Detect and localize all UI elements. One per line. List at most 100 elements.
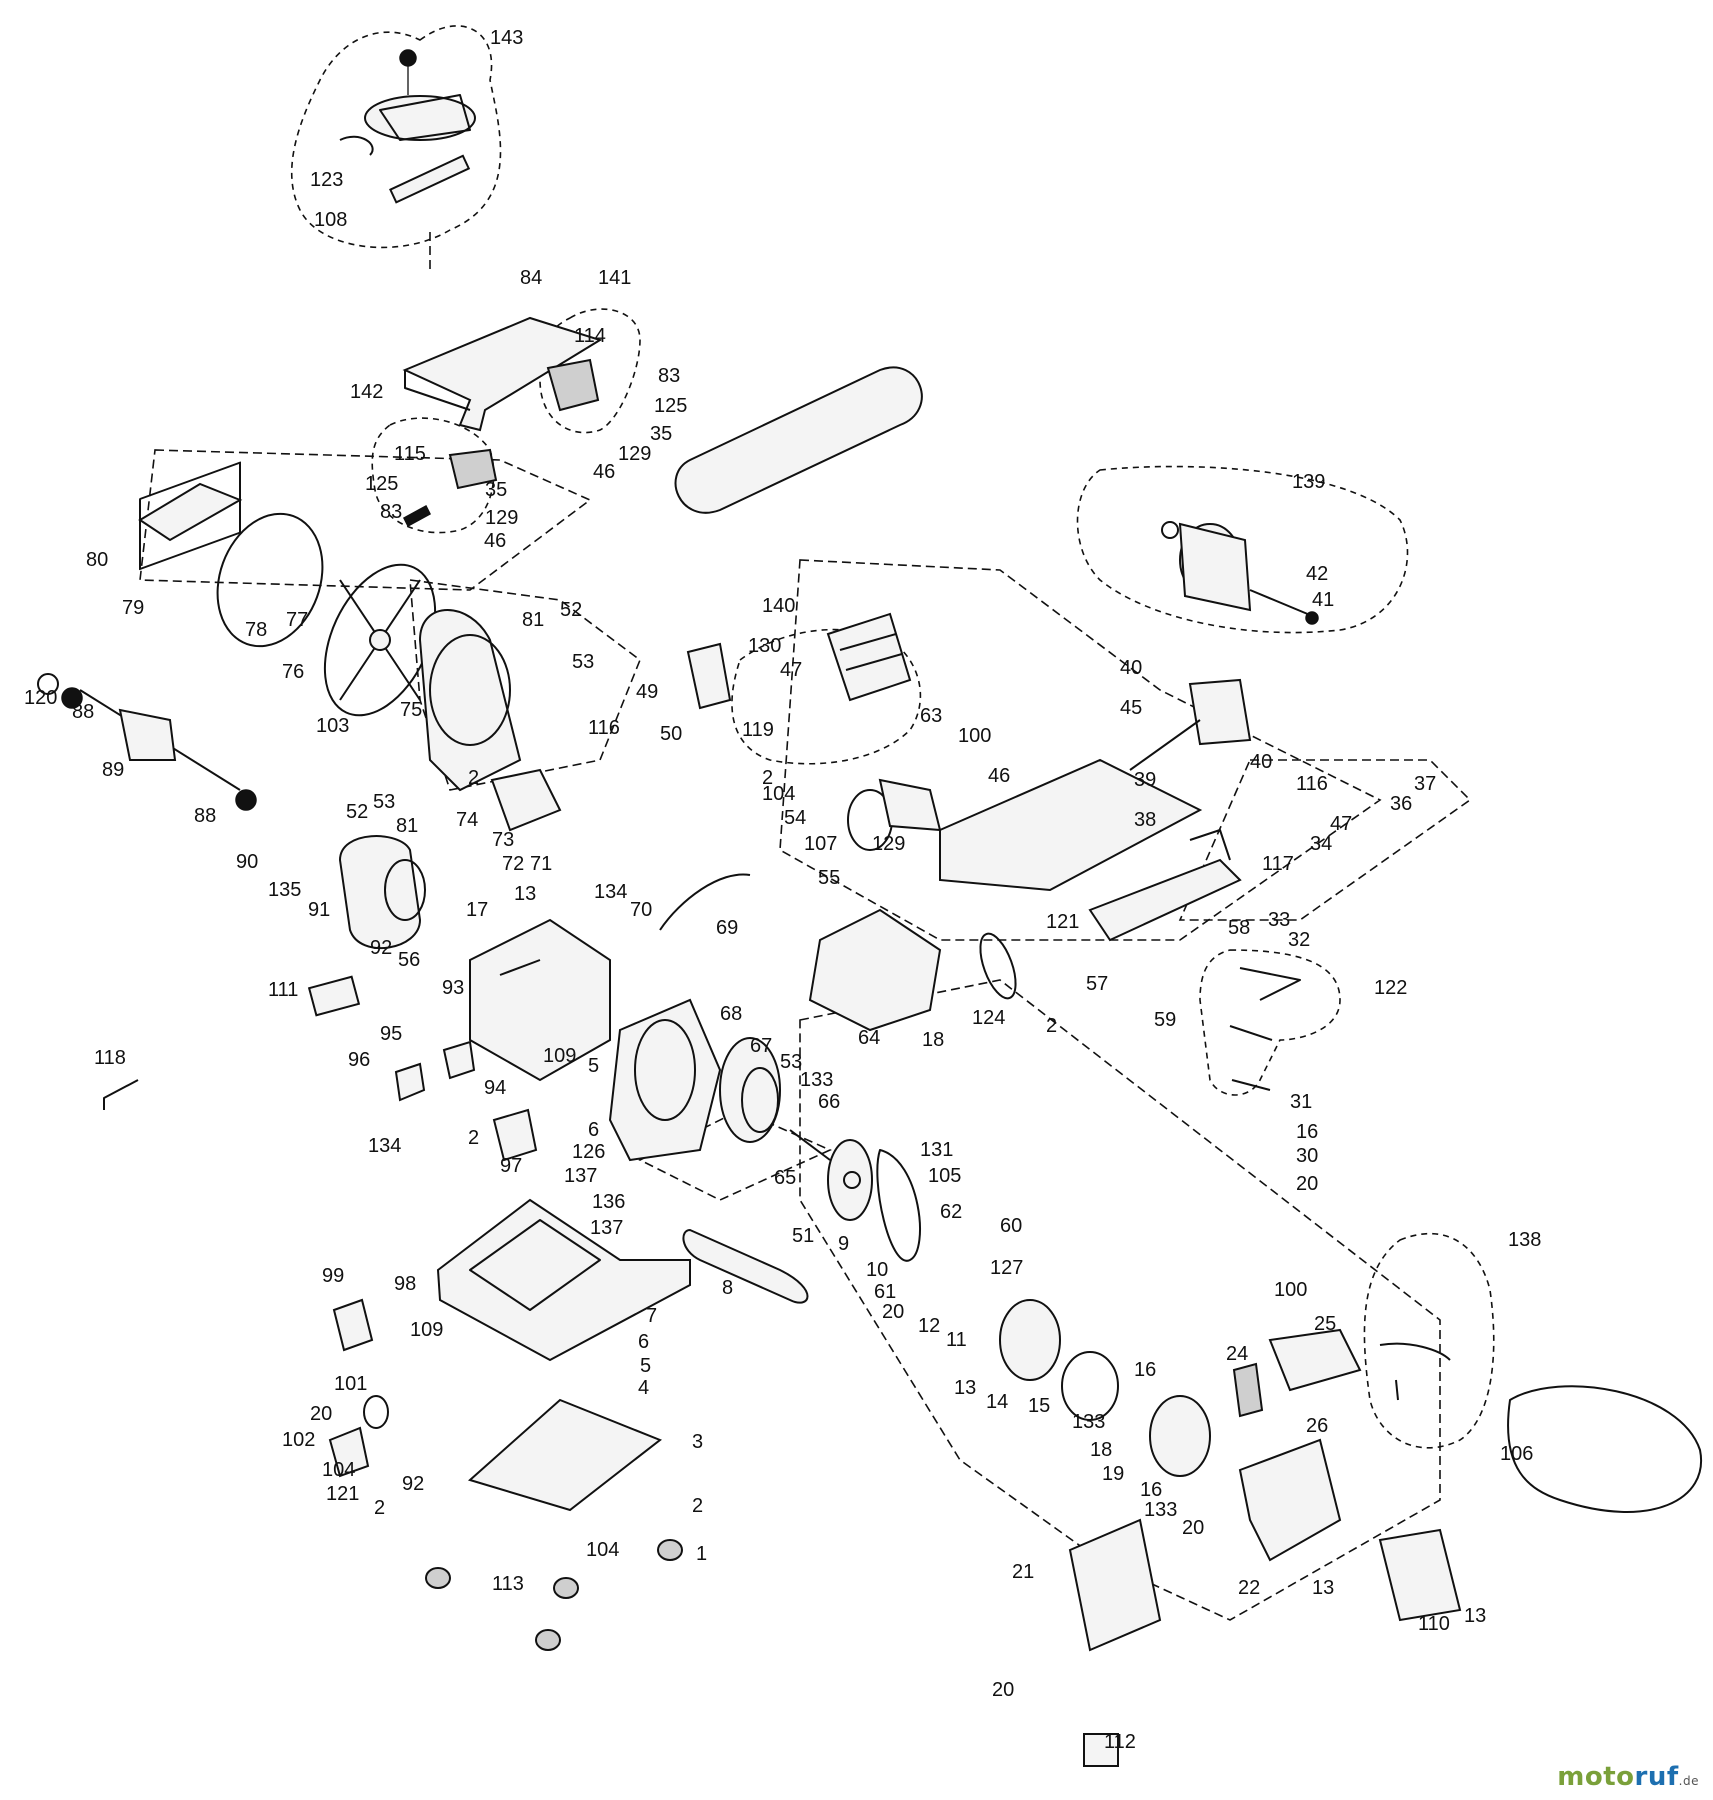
part-callout: 130 xyxy=(748,635,781,657)
part-callout: 113 xyxy=(492,1573,524,1595)
part-callout: 26 xyxy=(1306,1415,1328,1437)
part-callout: 138 xyxy=(1508,1229,1541,1251)
part-callout: 109 xyxy=(410,1319,443,1341)
part-callout: 53 xyxy=(373,791,395,813)
part-callout: 137 xyxy=(590,1217,623,1239)
part-callout: 37 xyxy=(1414,773,1436,795)
part-callout: 118 xyxy=(94,1047,126,1069)
part-callout: 13 xyxy=(514,883,536,905)
part-callout: 62 xyxy=(940,1201,962,1223)
part-callout: 20 xyxy=(1182,1517,1204,1539)
part-callout: 76 xyxy=(282,661,304,683)
part-callout: 50 xyxy=(660,723,682,745)
part-callout: 96 xyxy=(348,1049,370,1071)
part-callout: 79 xyxy=(122,597,144,619)
part-callout: 103 xyxy=(316,715,349,737)
part-callout: 2 xyxy=(692,1495,703,1517)
part-callout: 39 xyxy=(1134,769,1156,791)
part-callout: 65 xyxy=(774,1167,796,1189)
part-callout: 129 xyxy=(618,443,651,465)
part-callout: 83 xyxy=(658,365,680,387)
part-callout: 88 xyxy=(194,805,216,827)
part-callout: 93 xyxy=(442,977,464,999)
part-callout: 140 xyxy=(762,595,795,617)
part-callout: 129 xyxy=(872,833,905,855)
part-callout: 78 xyxy=(245,619,267,641)
part-callout: 13 xyxy=(954,1377,976,1399)
part-callout: 24 xyxy=(1226,1343,1248,1365)
part-callout: 45 xyxy=(1120,697,1142,719)
part-callout: 111 xyxy=(268,979,298,1001)
part-callout: 7 xyxy=(646,1305,657,1327)
part-callout: 81 xyxy=(522,609,544,631)
part-callout: 119 xyxy=(742,719,774,741)
part-callout: 134 xyxy=(368,1135,401,1157)
part-callout: 2 xyxy=(468,1127,479,1149)
part-callout: 51 xyxy=(792,1225,814,1247)
part-callout: 136 xyxy=(592,1191,625,1213)
part-callout: 58 xyxy=(1228,917,1250,939)
part-callout: 141 xyxy=(598,267,631,289)
part-callout: 90 xyxy=(236,851,258,873)
part-callout: 83 xyxy=(380,501,402,523)
part-callout: 107 xyxy=(804,833,837,855)
part-callout: 143 xyxy=(490,27,523,49)
part-callout: 126 xyxy=(572,1141,605,1163)
part-callout: 56 xyxy=(398,949,420,971)
part-callout: 22 xyxy=(1238,1577,1260,1599)
part-callout: 120 xyxy=(24,687,57,709)
part-callout: 59 xyxy=(1154,1009,1176,1031)
part-callout: 137 xyxy=(564,1165,597,1187)
part-callout: 4 xyxy=(638,1377,649,1399)
part-callout: 53 xyxy=(572,651,594,673)
part-callout: 60 xyxy=(1000,1215,1022,1237)
part-callout: 104 xyxy=(322,1459,355,1481)
part-callout: 110 xyxy=(1418,1613,1450,1635)
part-callout: 112 xyxy=(1104,1731,1136,1753)
part-callout: 36 xyxy=(1390,793,1412,815)
part-callout: 13 xyxy=(1312,1577,1334,1599)
part-callout: 35 xyxy=(650,423,672,445)
part-callout: 142 xyxy=(350,381,383,403)
part-callout: 75 xyxy=(400,699,422,721)
part-callout: 121 xyxy=(1046,911,1079,933)
part-callout: 100 xyxy=(958,725,991,747)
part-callout: 20 xyxy=(882,1301,904,1323)
part-callout: 19 xyxy=(1102,1463,1124,1485)
part-callout: 40 xyxy=(1120,657,1142,679)
part-callout: 74 xyxy=(456,809,478,831)
part-callout: 42 xyxy=(1306,563,1328,585)
part-callout: 135 xyxy=(268,879,301,901)
part-callout: 102 xyxy=(282,1429,315,1451)
part-callout: 33 xyxy=(1268,909,1290,931)
part-callout: 92 xyxy=(370,937,392,959)
part-callout: 52 xyxy=(560,599,582,621)
part-callout: 131 xyxy=(920,1139,953,1161)
part-callout: 5 xyxy=(640,1355,651,1377)
part-callout: 97 xyxy=(500,1155,522,1177)
part-callout: 13 xyxy=(1464,1605,1486,1627)
part-callout: 15 xyxy=(1028,1395,1050,1417)
part-callout: 46 xyxy=(484,530,506,552)
part-callout: 133 xyxy=(800,1069,833,1091)
part-callout: 116 xyxy=(1296,773,1328,795)
part-callout: 129 xyxy=(485,507,518,529)
part-callout: 73 xyxy=(492,829,514,851)
part-callout: 16 xyxy=(1134,1359,1156,1381)
part-callout: 57 xyxy=(1086,973,1108,995)
part-callout: 117 xyxy=(1262,853,1294,875)
watermark-logo: motoruf.de xyxy=(1557,1762,1699,1792)
part-callout: 46 xyxy=(988,765,1010,787)
part-callout: 124 xyxy=(972,1007,1005,1029)
part-callout: 108 xyxy=(314,209,347,231)
part-callout: 14 xyxy=(986,1391,1008,1413)
part-callout: 25 xyxy=(1314,1313,1336,1335)
parts xyxy=(37,49,1703,1767)
part-callout: 115 xyxy=(394,443,426,465)
part-callout: 100 xyxy=(1274,1279,1307,1301)
part-callout: 6 xyxy=(588,1119,599,1141)
part-callout: 18 xyxy=(1090,1439,1112,1461)
part-callout: 8 xyxy=(722,1277,733,1299)
part-callout: 16 xyxy=(1296,1121,1318,1143)
